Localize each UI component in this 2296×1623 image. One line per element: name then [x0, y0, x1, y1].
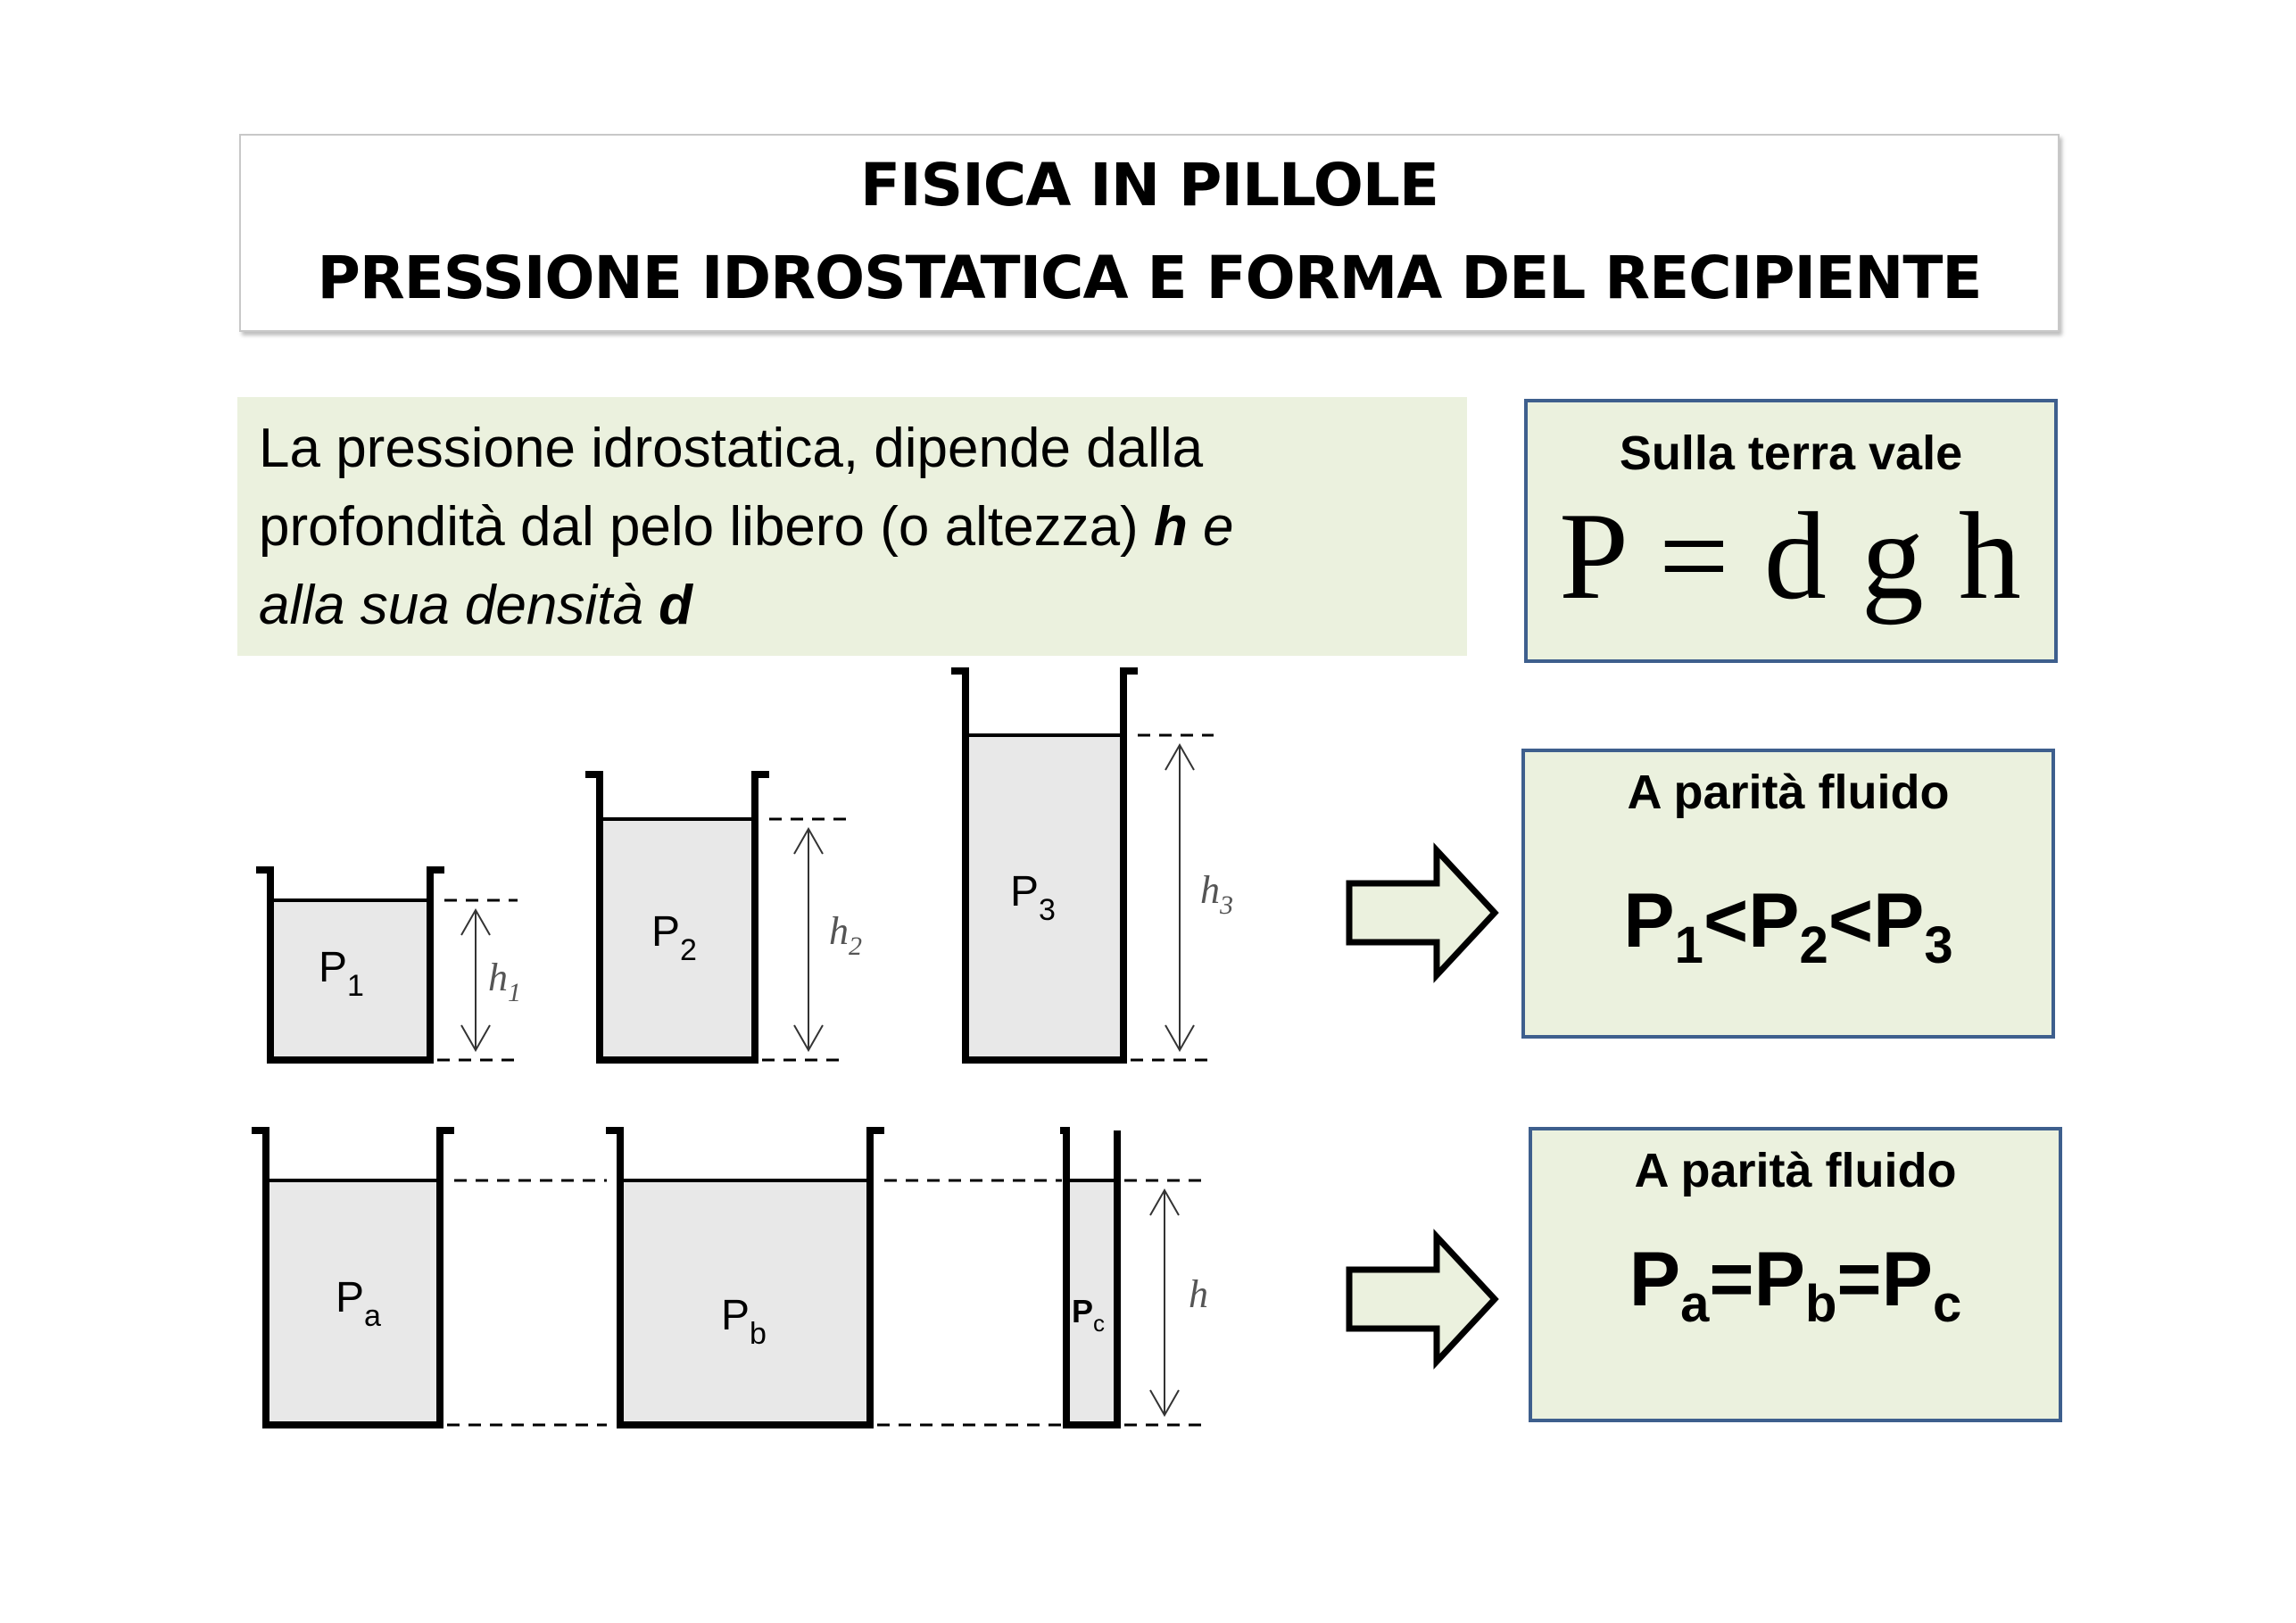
h-arrow-up: [1149, 1188, 1180, 1216]
walls-p1: [256, 866, 444, 1064]
walls-p2: [585, 771, 769, 1064]
title-line-1: FISICA IN PILLOLE: [860, 151, 1439, 219]
container-pc: Pc: [1060, 1127, 1121, 1428]
relation-sb: b: [1804, 1275, 1837, 1333]
same-fluid-label-1: A parità fluido: [1627, 766, 1950, 819]
intro-line-2: profondità dal pelo libero (o altezza) h…: [259, 488, 1467, 567]
h3-arrow-down: [1165, 1024, 1195, 1053]
liquid-p1: [270, 900, 430, 1060]
intro-text-box: La pressione idrostatica, dipende dalla …: [237, 397, 1467, 656]
relation-equal: Pa=Pb=Pc: [1532, 1236, 2059, 1334]
relation-pa: P: [1629, 1237, 1681, 1322]
label-pc: Pc: [1072, 1293, 1105, 1337]
liquid-pa: [266, 1180, 440, 1425]
relation-s2: 2: [1799, 916, 1828, 974]
intro-line-3: alla sua densità d: [259, 567, 1467, 645]
h2-arrow-down: [793, 1024, 824, 1053]
relation-pb: P: [1753, 1237, 1805, 1322]
liquid-pb: [620, 1180, 870, 1425]
intro-line-1: La pressione idrostatica, dipende dalla: [259, 418, 1204, 479]
container-p1: P1 h1: [256, 866, 521, 1064]
h-arrow-down: [1149, 1389, 1180, 1418]
h2-arrow-up: [793, 826, 824, 855]
intro-line-3-text: alla sua densità: [259, 575, 659, 636]
label-pb: Pb: [721, 1292, 767, 1351]
height-label-h: h: [1189, 1272, 1208, 1316]
label-p1: P1: [319, 944, 364, 1003]
container-pa: Pa: [252, 1127, 454, 1428]
liquid-p3: [966, 735, 1123, 1060]
relation-increasing: P1<P2<P3: [1525, 877, 2051, 975]
container-p2: P2 h2: [585, 771, 862, 1064]
liquid-p2: [600, 819, 755, 1060]
container-pb: Pb: [606, 1127, 884, 1428]
height-label-h1: h1: [488, 956, 521, 1007]
relation-sa: a: [1680, 1275, 1710, 1333]
relation-eq1: =: [1709, 1237, 1754, 1322]
walls-pb: [606, 1127, 884, 1428]
earth-formula-box: Sulla terra vale P = d g h: [1524, 399, 2058, 663]
h1-arrow-up: [460, 907, 491, 936]
h3-arrow-up: [1165, 742, 1195, 771]
same-fluid-label-2: A parità fluido: [1634, 1144, 1957, 1197]
label-p2: P2: [651, 908, 697, 967]
label-pa: Pa: [336, 1274, 381, 1333]
pressure-formula: P = d g h: [1559, 487, 2023, 625]
label-p3: P3: [1010, 868, 1056, 927]
relation-op1: <: [1703, 878, 1749, 964]
right-arrow-icon: [1346, 1229, 1499, 1370]
container-p3: P3 h3: [951, 667, 1233, 1064]
right-arrow-icon: [1346, 842, 1499, 983]
relation-eq2: =: [1836, 1237, 1882, 1322]
title-box: FISICA IN PILLOLE PRESSIONE IDROSTATICA …: [239, 134, 2060, 332]
intro-line-2-text: profondità dal pelo libero (o altezza): [259, 496, 1154, 558]
relation-p1: P: [1623, 878, 1675, 964]
h1-arrow-down: [460, 1024, 491, 1053]
relation-op2: <: [1828, 878, 1874, 964]
intro-d-symbol: d: [659, 575, 692, 636]
intro-line-2-end: e: [1187, 496, 1234, 558]
relation-sc: c: [1933, 1275, 1962, 1333]
height-label-h3: h3: [1200, 868, 1233, 920]
height-label-h2: h2: [829, 909, 862, 961]
walls-pa: [252, 1127, 454, 1428]
relation-s3: 3: [1924, 916, 1953, 974]
liquid-pc: [1066, 1180, 1117, 1425]
walls-p3: [951, 667, 1138, 1064]
relation-p2: P: [1748, 878, 1800, 964]
same-fluid-box-2: A parità fluido Pa=Pb=Pc: [1529, 1127, 2062, 1422]
walls-pc: [1060, 1127, 1121, 1428]
intro-h-symbol: h: [1153, 496, 1188, 558]
title-line-2: PRESSIONE IDROSTATICA E FORMA DEL RECIPI…: [317, 244, 1982, 312]
earth-formula-label: Sulla terra vale: [1619, 426, 1963, 480]
same-fluid-box-1: A parità fluido P1<P2<P3: [1521, 749, 2055, 1039]
relation-pc: P: [1881, 1237, 1934, 1322]
relation-p3: P: [1873, 878, 1925, 964]
relation-s1: 1: [1674, 916, 1703, 974]
